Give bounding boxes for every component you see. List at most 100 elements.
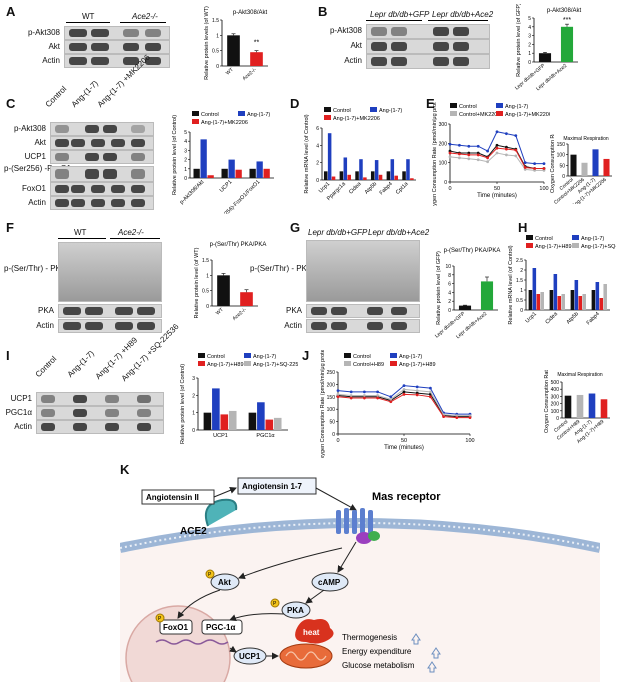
- legend-swatch: [572, 235, 579, 240]
- legend-swatch: [390, 353, 397, 358]
- y-tick-label: 0: [444, 180, 447, 186]
- data-point: [495, 130, 499, 134]
- data-point: [363, 390, 366, 394]
- y-tick-label: 1.5: [212, 18, 219, 24]
- legend-entry: Ang-(1-7): [379, 108, 402, 114]
- legend-entry: Ang-(1-7): [505, 104, 528, 110]
- series-line: [337, 393, 470, 419]
- group-bar-wt: [66, 22, 110, 23]
- y-tick-label: 1: [192, 411, 195, 417]
- bar: [458, 305, 472, 310]
- legend-entry: Ang-(1-7): [581, 236, 604, 242]
- data-point: [467, 151, 471, 155]
- data-point: [505, 153, 508, 157]
- western-blot-smear: [58, 242, 162, 302]
- y-tick-label: 1.5: [202, 258, 209, 264]
- legend-swatch: [496, 111, 503, 116]
- group-label-wt: WT: [74, 228, 87, 237]
- western-blot-band-row: [50, 136, 154, 150]
- legend-swatch: [526, 235, 533, 240]
- panel-label-j: J: [302, 348, 310, 363]
- group-label-wt: WT: [82, 12, 95, 21]
- legend-swatch: [244, 361, 251, 366]
- bar: [359, 159, 363, 180]
- legend-entry: Ang-(1-7)+H89: [535, 244, 572, 250]
- data-point: [402, 387, 406, 391]
- western-blot-band-row: [64, 26, 170, 40]
- y-tick-label: 10: [445, 264, 451, 270]
- chart-j-inset: Maximal Respiration0100200300400500Oxyge…: [544, 370, 610, 445]
- x-tick-label: Ace2-/-: [232, 307, 248, 322]
- legend-entry: Ang-(1-7)+MK2206: [201, 120, 248, 126]
- panel-label-e: E: [426, 96, 435, 111]
- data-point: [476, 151, 480, 155]
- data-point: [542, 169, 546, 172]
- data-point: [486, 156, 489, 160]
- y-axis-label: Oxygen Consumption Rate: [544, 370, 550, 433]
- legend-swatch: [198, 353, 205, 358]
- group-label-ace2-ko: Ace2-/-: [118, 228, 144, 237]
- legend-swatch: [244, 353, 251, 358]
- legend-swatch: [344, 353, 351, 358]
- legend-swatch: [324, 115, 331, 120]
- pka-node: [281, 601, 311, 619]
- bar: [370, 171, 375, 180]
- ucp1-label: UCP1: [239, 652, 261, 661]
- bar: [560, 26, 574, 62]
- blot-row-label: Akt: [350, 41, 362, 50]
- western-blot-band-row: [36, 406, 164, 420]
- data-point: [415, 393, 419, 397]
- x-tick-label: Cidea: [348, 181, 363, 196]
- y-tick-label: 250: [327, 370, 336, 376]
- western-blot-band-row: [64, 54, 170, 68]
- chart-title: p-(Ser/Thr) PKA/PKA: [210, 242, 267, 248]
- bar: [561, 294, 565, 310]
- y-tick-label: 0: [206, 304, 209, 310]
- blot-row-label: Actin: [344, 56, 362, 65]
- bar: [570, 154, 577, 176]
- x-tick-label: 0: [448, 186, 451, 192]
- legend-swatch: [496, 103, 503, 108]
- y-axis-label: Relative mRNA level (of Control): [304, 114, 310, 193]
- legend-entry: Control: [535, 236, 553, 242]
- data-point: [363, 396, 366, 400]
- y-tick-label: 100: [439, 161, 448, 167]
- data-point: [336, 392, 340, 396]
- y-axis-label: Oxygen Consumption Rate (pmol/min/μg pro…: [432, 102, 438, 206]
- x-tick-label: PGC1α: [256, 433, 275, 439]
- legend-entry: Ang-(1-7)+MK2206: [505, 112, 550, 118]
- bar: [528, 290, 533, 310]
- blot-row-label: Actin: [36, 321, 54, 330]
- data-point: [402, 384, 406, 388]
- data-point: [402, 390, 406, 394]
- legend-entry: Ang-(1-7)+MK2206: [333, 116, 380, 122]
- y-axis-label: Relative mRNA level (of Control): [508, 245, 514, 324]
- akt-label: Akt: [218, 578, 231, 587]
- legend-entry: Control+MK2206: [459, 112, 500, 118]
- data-point: [429, 395, 432, 399]
- blot-row-label: UCP1: [24, 152, 46, 161]
- dna-strand: [155, 639, 229, 645]
- bar: [576, 394, 584, 418]
- bar: [207, 175, 214, 178]
- y-tick-label: 400: [551, 387, 560, 393]
- x-tick-label: p-(Ser256)-FoxO1/FoxO1: [213, 179, 262, 214]
- bar: [248, 412, 257, 430]
- data-point: [495, 146, 499, 150]
- data-point: [476, 144, 480, 148]
- y-tick-label: 4: [316, 143, 319, 149]
- column-label: Control: [33, 354, 59, 379]
- data-point: [533, 169, 536, 172]
- western-blot-band-row: [306, 304, 420, 318]
- blot-row-label: Actin: [42, 56, 60, 65]
- camp-node: [311, 572, 349, 592]
- y-tick-label: 0: [562, 174, 565, 180]
- x-axis-label: Time (minutes): [477, 193, 517, 199]
- y-tick-label: 200: [439, 141, 448, 147]
- pka-label: PKA: [287, 606, 304, 615]
- y-tick-label: 0: [184, 176, 187, 182]
- data-point: [349, 396, 353, 400]
- x-tick-label: UCP1: [219, 179, 234, 194]
- data-point: [336, 395, 340, 399]
- data-point: [523, 166, 527, 169]
